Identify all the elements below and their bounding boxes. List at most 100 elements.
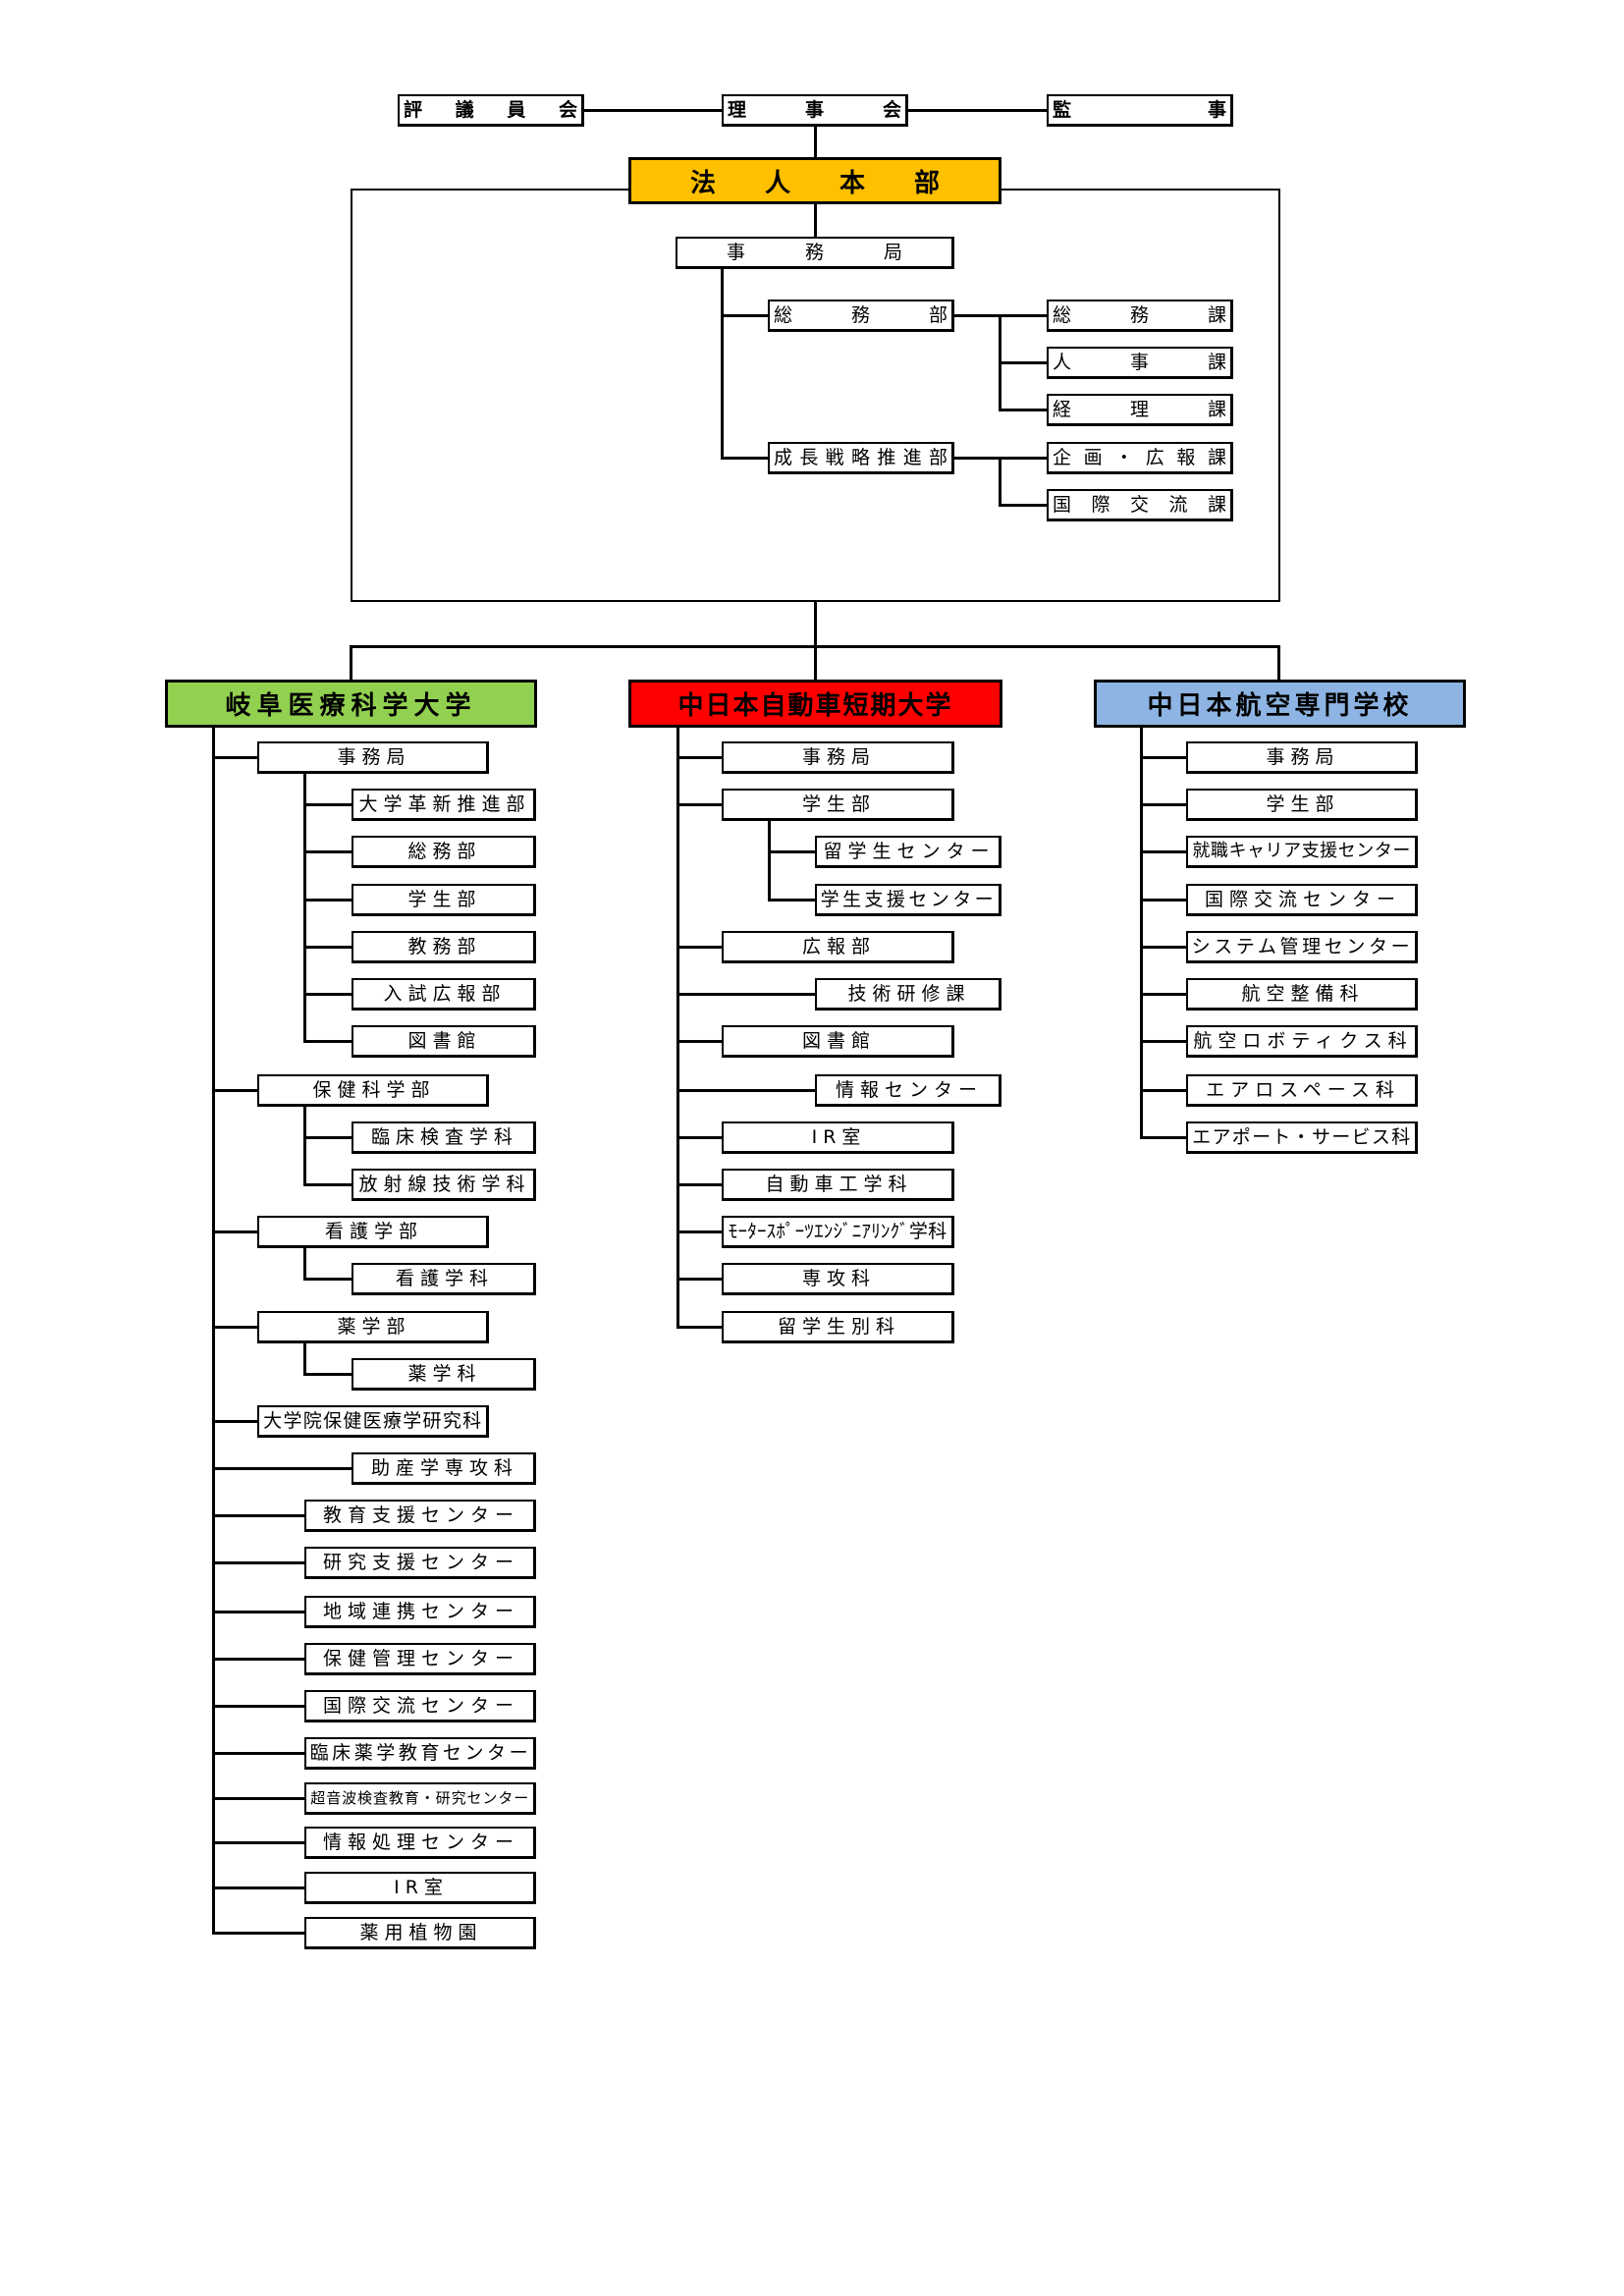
connector	[303, 946, 352, 949]
connector	[212, 1230, 257, 1233]
org-unit-box: エアロスペース科	[1186, 1074, 1418, 1107]
hq-office-box: 事務局	[676, 237, 954, 269]
org-unit-box: 事務局	[257, 741, 489, 774]
connector	[303, 803, 352, 806]
hq-section-box: 総務課	[1047, 300, 1233, 332]
org-unit-box: 大学革新推進部	[352, 789, 536, 821]
org-unit-box: 超音波検査教育・研究センター	[304, 1782, 536, 1815]
connector	[303, 1373, 352, 1376]
connector	[303, 1183, 352, 1186]
connector	[212, 1797, 304, 1800]
connector	[303, 899, 352, 902]
sub-trunk-line	[303, 1105, 306, 1185]
connector	[677, 946, 722, 949]
connector	[1140, 1040, 1186, 1043]
connector	[303, 1136, 352, 1139]
sub-trunk-line	[303, 772, 306, 1042]
connector	[1140, 850, 1186, 853]
org-unit-box: 学生支援センター	[815, 884, 1001, 916]
connector	[303, 1278, 352, 1281]
org-unit-box: 事務局	[1186, 741, 1418, 774]
org-unit-box: システム管理センター	[1186, 931, 1418, 963]
sub-trunk-line	[303, 1246, 306, 1280]
connector	[999, 457, 1001, 506]
connector	[1140, 1089, 1186, 1092]
org-unit-box: 事務局	[722, 741, 954, 774]
org-unit-box: 大学院保健医療学研究科	[257, 1405, 489, 1438]
org-unit-box: 薬学科	[352, 1358, 536, 1391]
connector	[1140, 946, 1186, 949]
connector	[212, 1420, 257, 1423]
connector	[677, 803, 722, 806]
org-unit-box: 図書館	[352, 1025, 536, 1058]
connector	[212, 1089, 257, 1092]
connector	[721, 457, 768, 460]
connector	[814, 601, 817, 680]
org-unit-box: 臨床検査学科	[352, 1121, 536, 1154]
connector	[677, 1326, 722, 1329]
org-unit-box: 図書館	[722, 1025, 954, 1058]
connector	[212, 1467, 352, 1470]
sub-trunk-line	[768, 819, 771, 901]
connector	[212, 1326, 257, 1329]
connector	[677, 993, 815, 996]
org-unit-box: 薬用植物園	[304, 1917, 536, 1949]
connector	[814, 204, 817, 238]
connector	[303, 1040, 352, 1043]
connector	[677, 1136, 722, 1139]
org-unit-box: 看護学部	[257, 1216, 489, 1248]
org-unit-box: 看護学科	[352, 1263, 536, 1295]
org-unit-box: 航空整備科	[1186, 978, 1418, 1011]
connector	[303, 993, 352, 996]
org-unit-box: 教務部	[352, 931, 536, 963]
org-unit-box: 総務部	[352, 836, 536, 868]
connector	[350, 645, 352, 681]
org-unit-box: 研究支援センター	[304, 1547, 536, 1579]
connector	[212, 1841, 304, 1844]
connector	[212, 1611, 304, 1613]
org-unit-box: 専攻科	[722, 1263, 954, 1295]
sub-trunk-line	[303, 1341, 306, 1375]
org-unit-box: 自動車工学科	[722, 1169, 954, 1201]
connector	[212, 1561, 304, 1564]
org-unit-box: 学生部	[722, 789, 954, 821]
connector	[768, 899, 815, 902]
growth-strategy-dept-box: 成長戦略推進部	[768, 442, 954, 474]
connector	[212, 1658, 304, 1661]
org-unit-box: ﾓｰﾀｰｽﾎﾟｰﾂｴﾝｼﾞﾆｱﾘﾝｸﾞ学科	[722, 1216, 954, 1248]
connector	[721, 268, 724, 459]
school-header-gmu: 岐阜医療科学大学	[165, 680, 537, 728]
school-trunk-line	[677, 727, 679, 1329]
org-unit-box: 就職キャリア支援センター	[1186, 836, 1418, 868]
connector	[677, 1089, 815, 1092]
connector	[999, 361, 1047, 364]
org-unit-box: 地域連携センター	[304, 1596, 536, 1628]
connector	[212, 1705, 304, 1708]
org-unit-box: 保健管理センター	[304, 1643, 536, 1675]
connector	[768, 850, 815, 853]
connector	[1277, 645, 1280, 681]
connector	[677, 756, 722, 759]
org-unit-box: 国際交流センター	[1186, 884, 1418, 916]
org-unit-box: 航空ロボティクス科	[1186, 1025, 1418, 1058]
connector	[303, 850, 352, 853]
org-unit-box: 保健科学部	[257, 1074, 489, 1107]
org-unit-box: 技術研修課	[815, 978, 1001, 1011]
council-box: 評議員会	[398, 94, 584, 127]
org-unit-box: 留学生別科	[722, 1311, 954, 1343]
connector	[677, 1278, 722, 1281]
org-unit-box: 放射線技術学科	[352, 1169, 536, 1201]
org-unit-box: 臨床薬学教育センター	[304, 1737, 536, 1770]
hq-section-box: 企画・広報課	[1047, 442, 1233, 474]
org-unit-box: 助産学専攻科	[352, 1452, 536, 1485]
org-unit-box: 薬学部	[257, 1311, 489, 1343]
org-unit-box: 情報処理センター	[304, 1827, 536, 1859]
connector	[677, 1183, 722, 1186]
org-unit-box: IR室	[722, 1121, 954, 1154]
org-unit-box: 国際交流センター	[304, 1690, 536, 1722]
org-unit-box: エアポート・サービス科	[1186, 1121, 1418, 1154]
connector	[814, 127, 817, 158]
org-unit-box: 学生部	[352, 884, 536, 916]
connector	[999, 409, 1047, 411]
org-unit-box: 教育支援センター	[304, 1500, 536, 1532]
